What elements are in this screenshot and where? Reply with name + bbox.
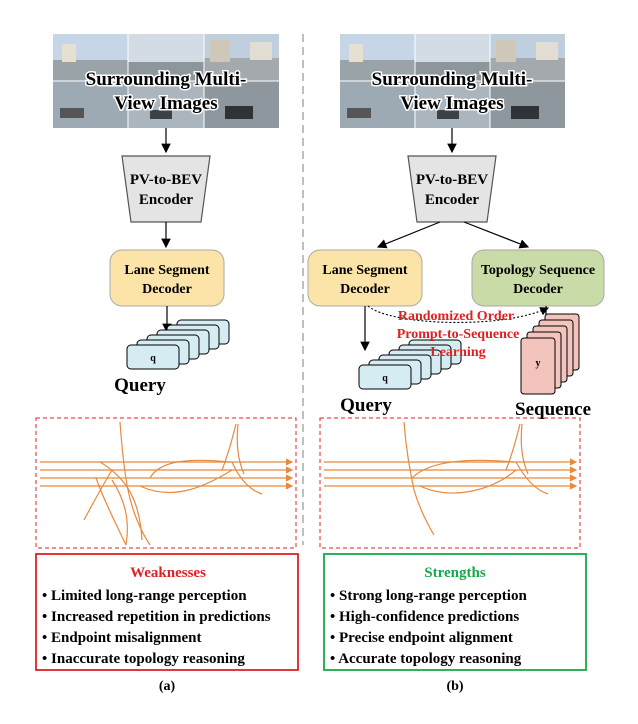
right-bullet-3: • Precise endpoint alignment [330,630,513,646]
right-encoder-label-1: PV-to-BEV [416,172,488,188]
topology-decoder-label-1: Topology Sequence [481,263,595,278]
sequence-stack [520,313,580,395]
topology-decoder-label-2: Decoder [513,282,563,297]
right-bullet-1: • Strong long-range perception [330,588,527,604]
right-arrow-encoder-topo [463,221,530,249]
left-bullet-1: • Limited long-range perception [42,588,247,604]
right-multiview-images [340,34,565,128]
right-lane-decoder-label-2: Decoder [340,282,390,297]
prompt-arrow [367,305,550,323]
topology-decoder-block [471,249,605,307]
left-query-label: Query [114,375,166,396]
left-bullet-2: • Increased repetition in predictions [42,609,271,625]
left-lane-decoder-label-2: Decoder [142,282,192,297]
sequence-label: Sequence [515,399,591,420]
prompt-label-3: Learning [430,345,485,360]
right-bullet-4: • Accurate topology reasoning [330,651,522,667]
left-bullet-4: • Inaccurate topology reasoning [42,651,245,667]
left-query-token: q [150,353,156,364]
prompt-label-2: Prompt-to-Sequence [397,327,520,342]
left-query-stack [126,319,230,370]
left-encoder-block [121,155,211,223]
right-query-token: q [382,373,388,384]
right-encoder-label-2: Encoder [425,192,480,208]
left-lane-map [40,421,294,546]
right-strength-box [323,553,587,671]
left-weakness-box [35,553,299,671]
right-lane-decoder-label-1: Lane Segment [322,263,408,278]
right-images-label-2: View Images [400,93,503,114]
left-images-label-1: Surrounding Multi- [86,69,247,90]
left-lane-map-frame [35,417,297,549]
right-lane-decoder-block [307,249,423,307]
left-lane-decoder-block [109,249,225,307]
right-bullet-2: • High-confidence predictions [330,609,519,625]
right-lane-map-frame [319,417,581,549]
left-encoder-label-2: Encoder [139,192,194,208]
sequence-token: y [536,358,541,369]
left-caption: (a) [159,679,176,694]
right-query-stack [358,339,462,390]
right-caption: (b) [446,679,463,694]
right-encoder-block [407,155,497,223]
prompt-label-1: Randomized Order [398,309,514,324]
left-encoder-label-1: PV-to-BEV [130,172,202,188]
left-weakness-title: Weaknesses [130,565,206,581]
right-lane-map [324,421,578,536]
left-bullet-3: • Endpoint misalignment [42,630,201,646]
right-arrow-encoder-lane [376,221,441,249]
left-images-label-2: View Images [114,93,217,114]
right-strength-title: Strengths [424,565,486,581]
left-multiview-images [53,34,279,128]
right-query-label: Query [340,395,392,416]
right-images-label-1: Surrounding Multi- [372,69,533,90]
left-lane-decoder-label-1: Lane Segment [124,263,210,278]
